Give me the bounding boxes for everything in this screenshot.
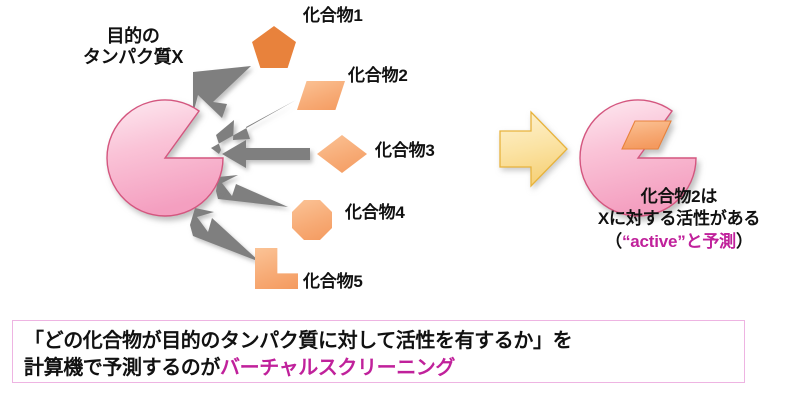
compound-shape-octagon bbox=[292, 200, 332, 240]
summary-line-2-prefix: 計算機で予測するのが bbox=[24, 356, 220, 379]
protein-label-line1: 目的の bbox=[106, 26, 160, 46]
protein-body bbox=[579, 99, 697, 217]
compound-label-2: 化合物2 bbox=[348, 66, 408, 85]
prediction-text: “active”と予測 bbox=[621, 231, 736, 251]
compound-label-4: 化合物4 bbox=[345, 203, 405, 222]
result-line-1: 化合物2は bbox=[640, 187, 718, 206]
compound-shape-l bbox=[255, 248, 298, 289]
protein-pacman-right bbox=[579, 99, 697, 217]
process-arrow-right bbox=[499, 110, 568, 188]
paren-open: （ bbox=[605, 231, 622, 251]
arrow-compound-4 bbox=[216, 175, 288, 207]
process-arrow-body bbox=[499, 110, 568, 188]
protein-body bbox=[106, 99, 224, 217]
compound-label-5: 化合物5 bbox=[303, 272, 363, 291]
compound-shape-diamond bbox=[317, 135, 367, 173]
arrow-compound-3 bbox=[222, 140, 310, 168]
protein-pacman-left bbox=[106, 99, 224, 217]
summary-line-1: 「どの化合物が目的のタンパク質に対して活性を有するか」を bbox=[24, 330, 573, 352]
protein-label: 目的の タンパク質X bbox=[58, 26, 208, 68]
compound-label-3: 化合物3 bbox=[375, 141, 435, 160]
protein-label-line2: タンパク質X bbox=[82, 47, 184, 68]
summary-line-2: 計算機で予測するのがバーチャルスクリーニング bbox=[24, 355, 734, 382]
compound-label-1: 化合物1 bbox=[303, 6, 363, 25]
bound-compound-parallelogram bbox=[621, 120, 672, 150]
summary-keyword: バーチャルスクリーニング bbox=[220, 356, 455, 379]
result-prediction-line: （“active”と予測） bbox=[563, 231, 795, 253]
compound-shape-parallelogram bbox=[297, 81, 345, 110]
summary-box: 「どの化合物が目的のタンパク質に対して活性を有するか」を 計算機で予測するのがバ… bbox=[12, 320, 745, 383]
result-caption: 化合物2は Xに対する活性がある （“active”と予測） bbox=[563, 186, 795, 253]
paren-close: ） bbox=[736, 231, 753, 251]
result-line-2: Xに対する活性がある bbox=[597, 209, 761, 229]
compound-shape-pentagon bbox=[252, 26, 296, 68]
